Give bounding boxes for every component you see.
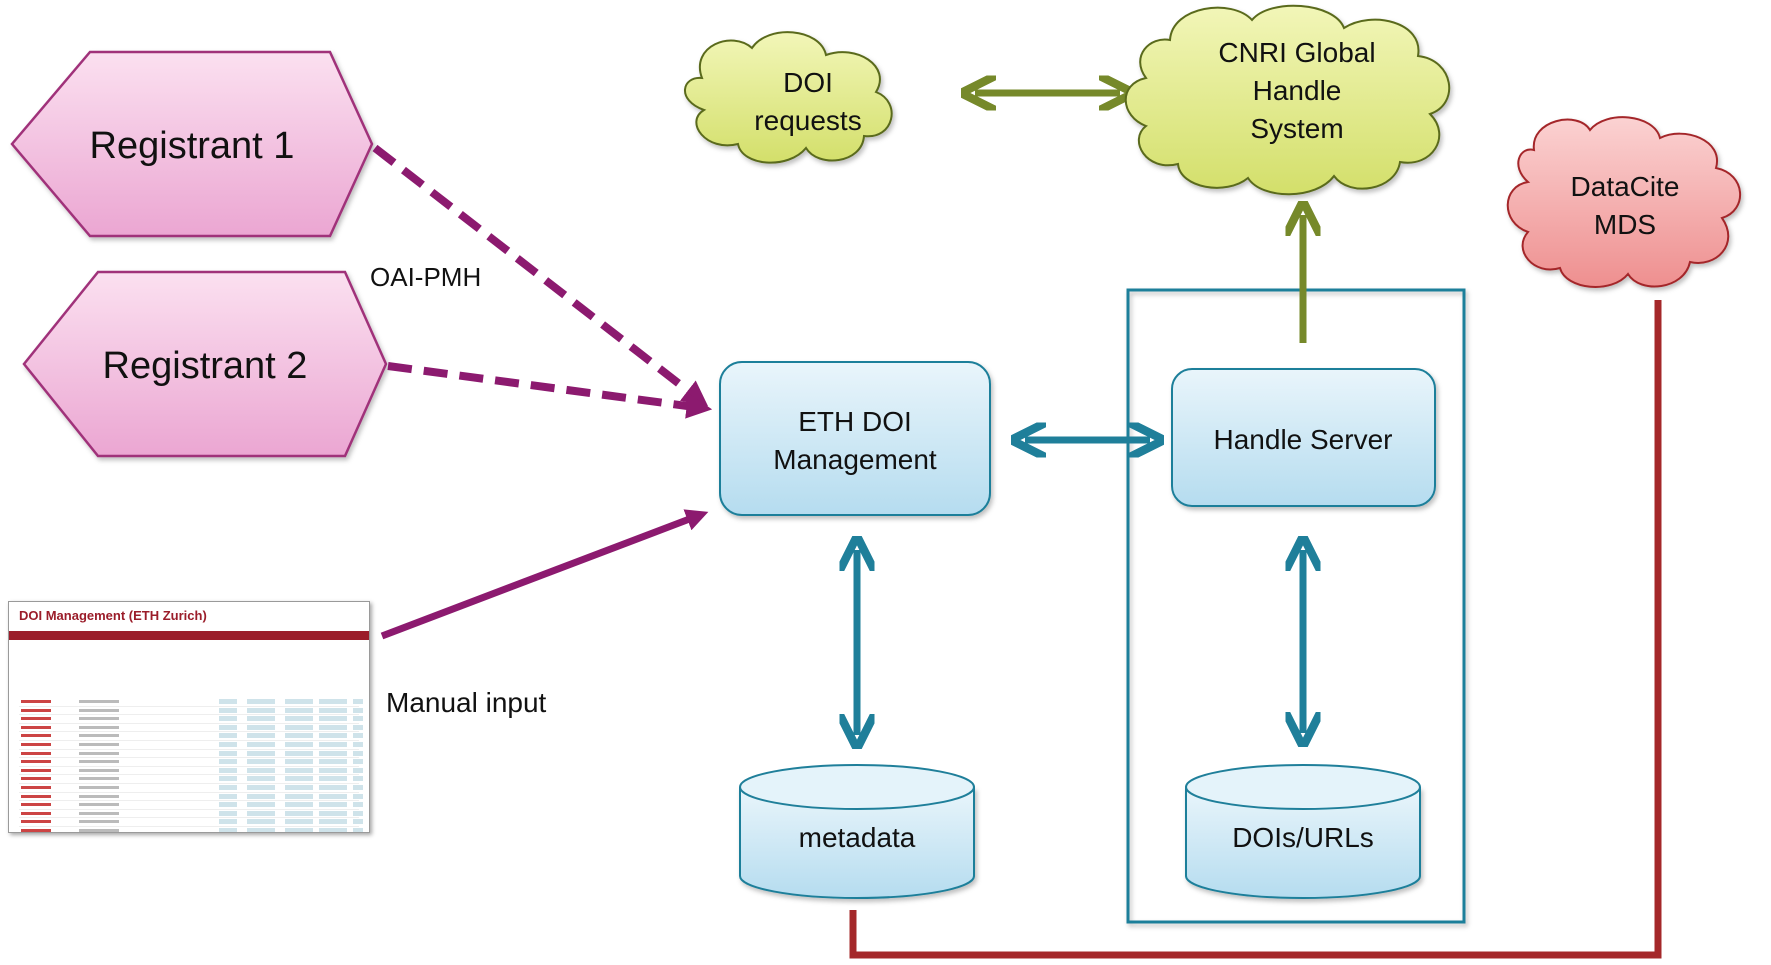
screenshot-table-row xyxy=(19,801,363,810)
screenshot-title: DOI Management (ETH Zurich) xyxy=(19,608,207,623)
oai-pmh-label: OAI-PMH xyxy=(370,262,481,292)
cnri-label-line1: CNRI Global xyxy=(1218,37,1375,68)
screenshot-table-row xyxy=(19,818,363,827)
doi-requests-label-line2: requests xyxy=(754,105,861,136)
datacite-label-line1: DataCite xyxy=(1571,171,1680,202)
registrant-1-label: Registrant 1 xyxy=(90,125,295,167)
screenshot-table-row xyxy=(19,775,363,784)
screenshot-nav-bar xyxy=(9,631,369,644)
metadata-label: metadata xyxy=(799,822,916,853)
cnri-global-handle-cloud: CNRI Global Handle System xyxy=(1124,4,1451,196)
registrant-2-label: Registrant 2 xyxy=(103,345,308,387)
screenshot-table-row xyxy=(19,784,363,793)
screenshot-table xyxy=(19,698,363,832)
metadata-database: metadata xyxy=(739,764,975,899)
dois-urls-database: DOIs/URLs xyxy=(1185,764,1421,899)
doi-management-screenshot: DOI Management (ETH Zurich) xyxy=(8,601,370,833)
screenshot-table-row xyxy=(19,698,363,707)
oai-pmh-arrow-2 xyxy=(387,362,713,419)
screenshot-table-row xyxy=(19,750,363,759)
registrant-2-node: Registrant 2 xyxy=(22,270,388,458)
handle-server-node: Handle Server xyxy=(1171,368,1436,507)
screenshot-table-row xyxy=(19,758,363,767)
manual-input-label: Manual input xyxy=(386,687,547,718)
handle-server-label: Handle Server xyxy=(1214,424,1393,455)
eth-doi-label-line1: ETH DOI xyxy=(798,406,912,437)
screenshot-table-row xyxy=(19,810,363,819)
screenshot-table-row xyxy=(19,715,363,724)
doi-requests-label-line1: DOI xyxy=(783,67,833,98)
cnri-label-line2: Handle xyxy=(1253,75,1342,106)
datacite-connection-line xyxy=(849,300,1662,959)
datacite-label-line2: MDS xyxy=(1594,209,1656,240)
cnri-label-line3: System xyxy=(1250,113,1343,144)
doi-requests-cloud: DOI requests xyxy=(684,31,893,164)
screenshot-table-row xyxy=(19,793,363,802)
screenshot-table-row xyxy=(19,827,363,832)
eth-doi-management-node: ETH DOI Management xyxy=(719,361,991,516)
oai-pmh-arrow-1 xyxy=(372,144,709,407)
screenshot-table-row xyxy=(19,724,363,733)
datacite-mds-cloud: DataCite MDS xyxy=(1506,116,1741,288)
screenshot-table-row xyxy=(19,767,363,776)
registrant-1-node: Registrant 1 xyxy=(10,50,374,238)
screenshot-table-row xyxy=(19,707,363,716)
eth-doi-label-line2: Management xyxy=(773,444,937,475)
manual-input-arrow xyxy=(380,509,709,640)
handle-system-frame xyxy=(1126,288,1466,924)
screenshot-table-row xyxy=(19,741,363,750)
screenshot-table-row xyxy=(19,732,363,741)
dois-urls-label: DOIs/URLs xyxy=(1232,822,1374,853)
